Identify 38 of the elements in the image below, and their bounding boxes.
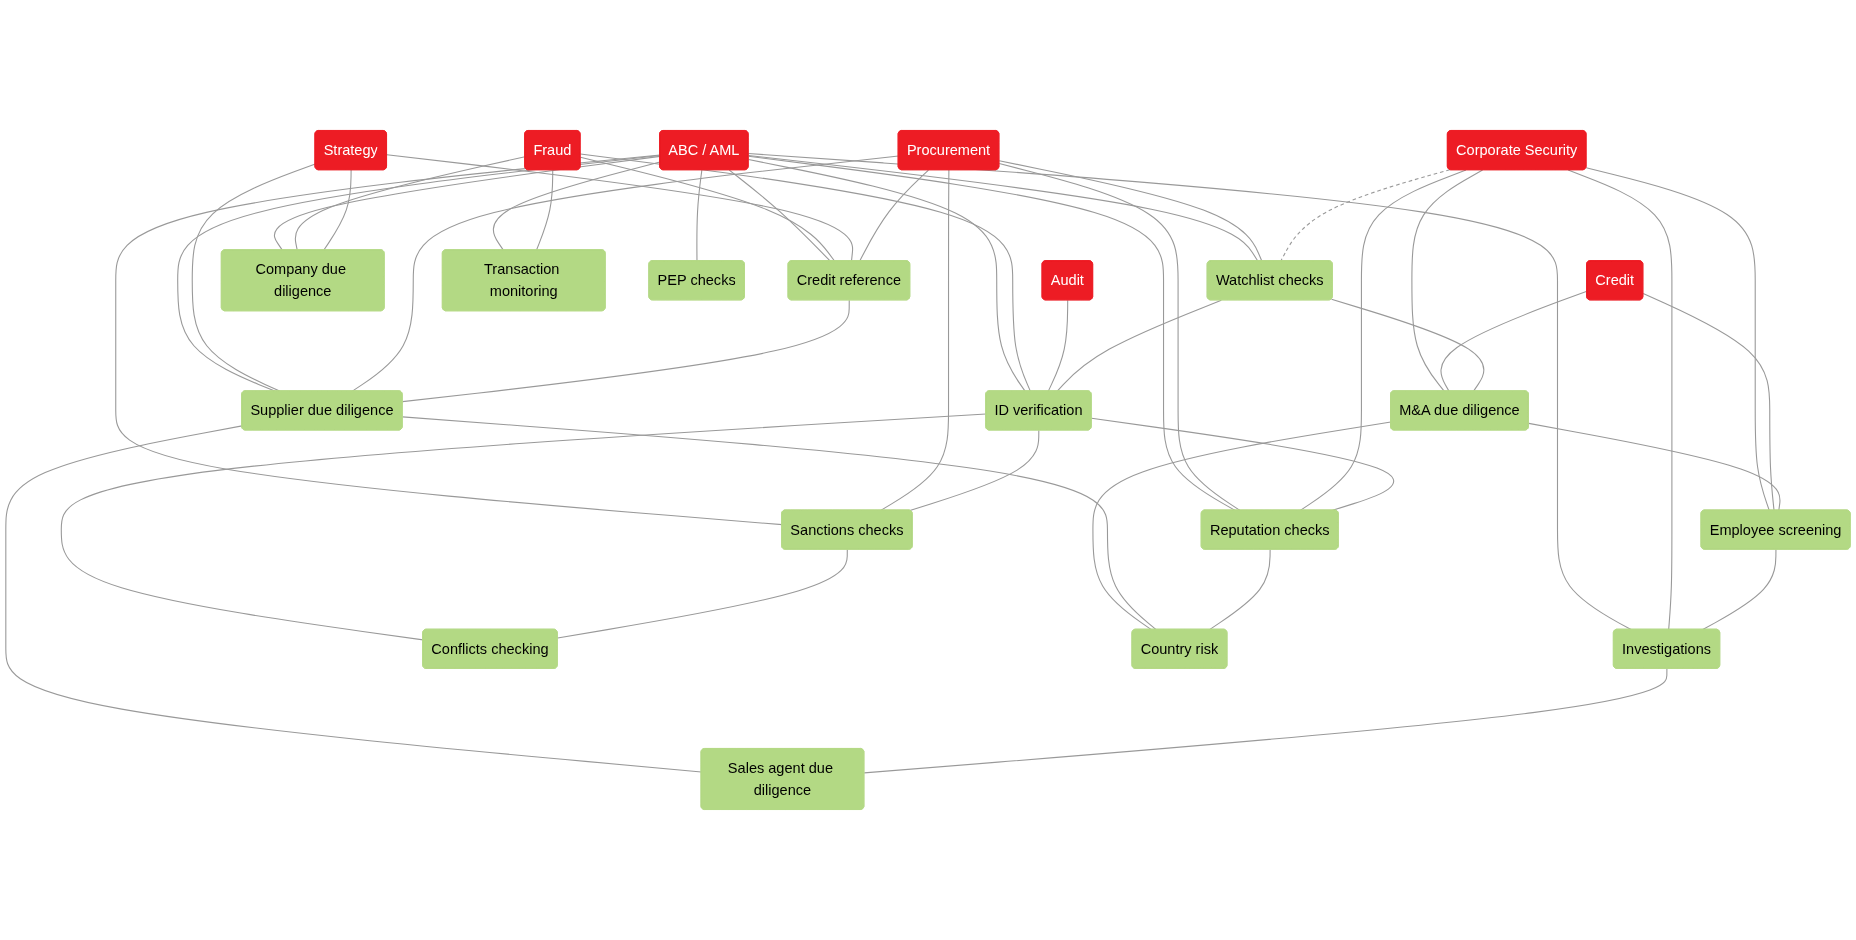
connector — [1091, 417, 1395, 511]
connector — [696, 169, 703, 262]
connector — [859, 169, 930, 262]
connector — [177, 154, 661, 392]
connector — [402, 416, 1157, 631]
connector — [748, 158, 1026, 392]
connector — [402, 299, 850, 403]
connector — [273, 155, 661, 251]
connector — [115, 154, 783, 526]
connector — [1411, 169, 1484, 392]
connector — [60, 413, 987, 641]
connector — [557, 549, 848, 639]
connector — [1702, 549, 1777, 631]
connector — [909, 429, 1040, 512]
connector — [535, 169, 554, 251]
connector — [863, 668, 1668, 774]
connector — [294, 156, 526, 251]
connector — [579, 156, 836, 262]
connector — [1092, 421, 1392, 631]
connector — [748, 153, 1632, 631]
connector — [1528, 422, 1781, 511]
connector — [1585, 167, 1770, 511]
connector — [191, 163, 316, 392]
connector — [1567, 169, 1673, 631]
connector — [728, 169, 831, 262]
connector — [5, 425, 702, 773]
connector — [1642, 292, 1775, 511]
connector — [998, 160, 1263, 262]
connector — [323, 169, 352, 251]
connector — [1047, 299, 1069, 392]
connector — [1330, 298, 1485, 392]
connector — [386, 154, 854, 262]
connector — [748, 155, 1259, 262]
connector — [1056, 299, 1222, 392]
connector — [579, 153, 1031, 392]
connector — [492, 161, 661, 251]
connector — [1440, 290, 1588, 392]
connector — [1209, 549, 1271, 631]
